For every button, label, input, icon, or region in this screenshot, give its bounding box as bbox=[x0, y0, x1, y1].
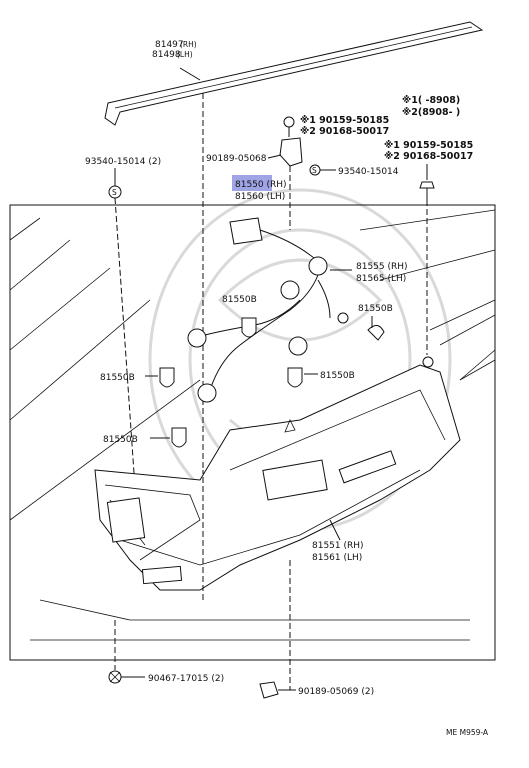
molding-lh-label: 81498 bbox=[152, 50, 181, 60]
bulb-lower-left: 81550B bbox=[103, 427, 187, 448]
highlight-box bbox=[232, 175, 272, 191]
socket-assy-rh: 81550 (RH) bbox=[235, 180, 287, 190]
lens-grid-bottom bbox=[141, 565, 183, 585]
nut-left-label: 93540-15014 (2) bbox=[85, 157, 161, 167]
bulb-label-2: 81550B bbox=[358, 304, 393, 314]
range-line-1: ※1( -8908) bbox=[402, 95, 460, 106]
bottom-nut: 90189-05069 (2) bbox=[259, 681, 374, 699]
screw-top-line-2: ※2 90168-50017 bbox=[300, 126, 389, 137]
body-panel bbox=[9, 204, 496, 661]
bulb-upper-mid: 81550B bbox=[222, 295, 257, 338]
harness-rh: 81555 (RH) bbox=[356, 262, 408, 272]
socket-assy-lh: 81560 (LH) bbox=[235, 192, 285, 202]
bulb-upper-right: 81550B bbox=[358, 304, 393, 341]
harness-lh: 81565 (LH) bbox=[356, 274, 406, 284]
bulb-label-3: 81550B bbox=[100, 373, 135, 383]
molding-rh-label: 81497 bbox=[155, 40, 184, 50]
range-line-2: ※2(8908- ) bbox=[402, 107, 460, 118]
bracket-clip-label: 90189-05068 bbox=[206, 154, 267, 164]
wiring-harness: 81555 (RH) 81565 (LH) bbox=[187, 217, 408, 403]
lens-grid-center bbox=[262, 459, 328, 501]
screw-right-line-1: ※1 90159-50185 bbox=[384, 140, 473, 151]
reflector-strip bbox=[338, 450, 397, 484]
bulb-center: 81550B bbox=[287, 367, 355, 388]
molding-strip: 81497 (RH) 81498 (LH) bbox=[104, 21, 484, 470]
molding-lh-tag: (LH) bbox=[177, 50, 193, 59]
molding-rh-tag: (RH) bbox=[180, 40, 197, 49]
bulb-left: 81550B bbox=[100, 367, 175, 388]
lens-grid-left bbox=[106, 497, 146, 543]
lamp-assembly: 81551 (RH) 81561 (LH) bbox=[94, 356, 461, 690]
nut-left-symbol: S bbox=[112, 188, 117, 197]
screw-top-line-1: ※1 90159-50185 bbox=[300, 115, 389, 126]
socket-assy: 81550 (RH) 81560 (LH) bbox=[232, 175, 287, 202]
nut-right: S 93540-15014 bbox=[309, 164, 399, 177]
bracket-clip: 90189-05068 bbox=[206, 137, 303, 230]
bulb-label-5: 81550B bbox=[103, 435, 138, 445]
bulb-label-4: 81550B bbox=[320, 371, 355, 381]
bottom-clip-label: 90467-17015 (2) bbox=[148, 674, 224, 684]
bottom-clip: 90467-17015 (2) bbox=[108, 620, 224, 684]
nut-right-label: 93540-15014 bbox=[338, 167, 399, 177]
bulb-label-1: 81550B bbox=[222, 295, 257, 305]
bottom-nut-label: 90189-05069 (2) bbox=[298, 687, 374, 697]
screw-top: ※1 90159-50185 ※2 90168-50017 bbox=[283, 115, 389, 137]
page-code: ME M959-A bbox=[446, 728, 489, 737]
model-range-box: ※1( -8908) ※2(8908- ) bbox=[402, 95, 460, 118]
nut-right-symbol: S bbox=[312, 166, 317, 175]
lamp-assy-lh: 81561 (LH) bbox=[312, 553, 362, 563]
lamp-assy-rh: 81551 (RH) bbox=[312, 541, 364, 551]
screw-right-line-2: ※2 90168-50017 bbox=[384, 151, 473, 162]
screw-right: ※1 90159-50185 ※2 90168-50017 bbox=[384, 140, 473, 355]
